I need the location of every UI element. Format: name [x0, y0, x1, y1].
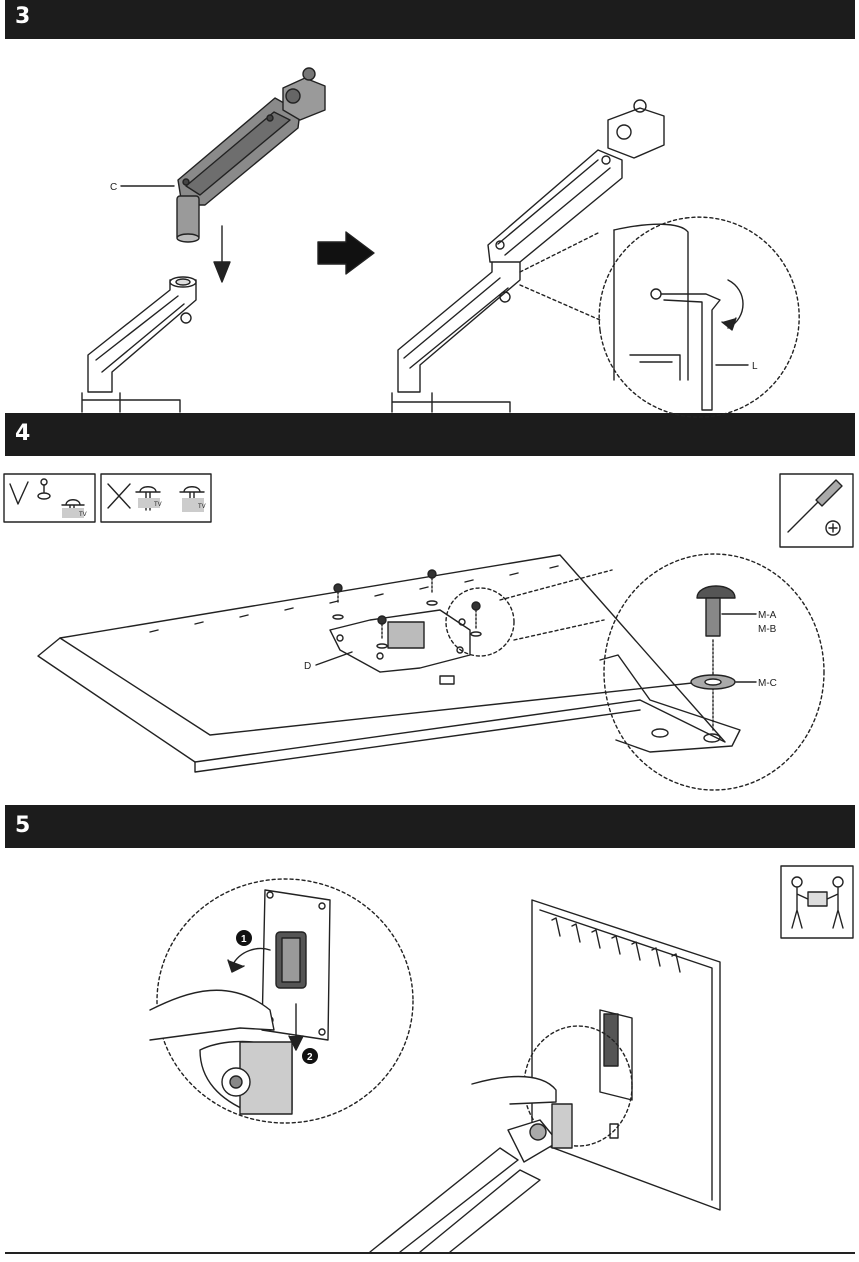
step-4-number: 4 — [15, 421, 31, 446]
label-mb: M-B — [758, 624, 777, 635]
down-arrow — [213, 225, 231, 283]
leader-d — [315, 651, 353, 666]
label-ma: M-A — [758, 610, 777, 621]
badge-1-label: 1 — [241, 934, 247, 945]
assembled-arm — [391, 99, 665, 413]
monitor-upright — [523, 899, 721, 1211]
footer-rule — [5, 1252, 855, 1254]
correct-box — [3, 473, 96, 523]
tool-box — [779, 473, 854, 548]
vesa-plate-d — [329, 609, 471, 673]
label-c: C — [110, 182, 117, 193]
arm-with-hand — [369, 1075, 573, 1253]
label-tv-correct: TV — [79, 512, 87, 518]
wrong-screw-illustrations — [135, 486, 205, 512]
screw-highlight-circle — [445, 587, 515, 657]
hex-key-zoom — [519, 216, 800, 418]
label-d: D — [304, 661, 311, 672]
correct-screw-illustration — [37, 478, 85, 518]
step-5-number: 5 — [15, 813, 31, 838]
label-mc: M-C — [758, 678, 777, 689]
step-4-header: 4 — [5, 413, 855, 456]
two-person-box — [780, 865, 854, 939]
label-tv-wrong-short: TV — [198, 504, 206, 510]
wrong-box — [100, 473, 212, 523]
screwdriver-icon — [787, 479, 843, 536]
label-l: L — [752, 361, 758, 372]
badge-1 — [236, 930, 252, 946]
badge-2 — [302, 1048, 318, 1064]
lower-arm-left — [81, 276, 197, 413]
check-icon — [9, 481, 29, 505]
badge-2-label: 2 — [307, 1052, 313, 1063]
two-person-lift-icon — [791, 876, 844, 929]
attach-zoom-circle — [149, 878, 414, 1124]
step-3-header: 3 — [5, 0, 855, 39]
step-5-header: 5 — [5, 805, 855, 848]
screw-set — [332, 569, 482, 649]
step-3-number: 3 — [15, 4, 31, 29]
label-tv-wrong-long: TV — [154, 502, 162, 508]
right-arrow — [317, 231, 375, 275]
upper-arm-part-c — [176, 67, 326, 243]
screw-washer-zoom — [499, 553, 825, 791]
cross-icon — [107, 483, 131, 509]
